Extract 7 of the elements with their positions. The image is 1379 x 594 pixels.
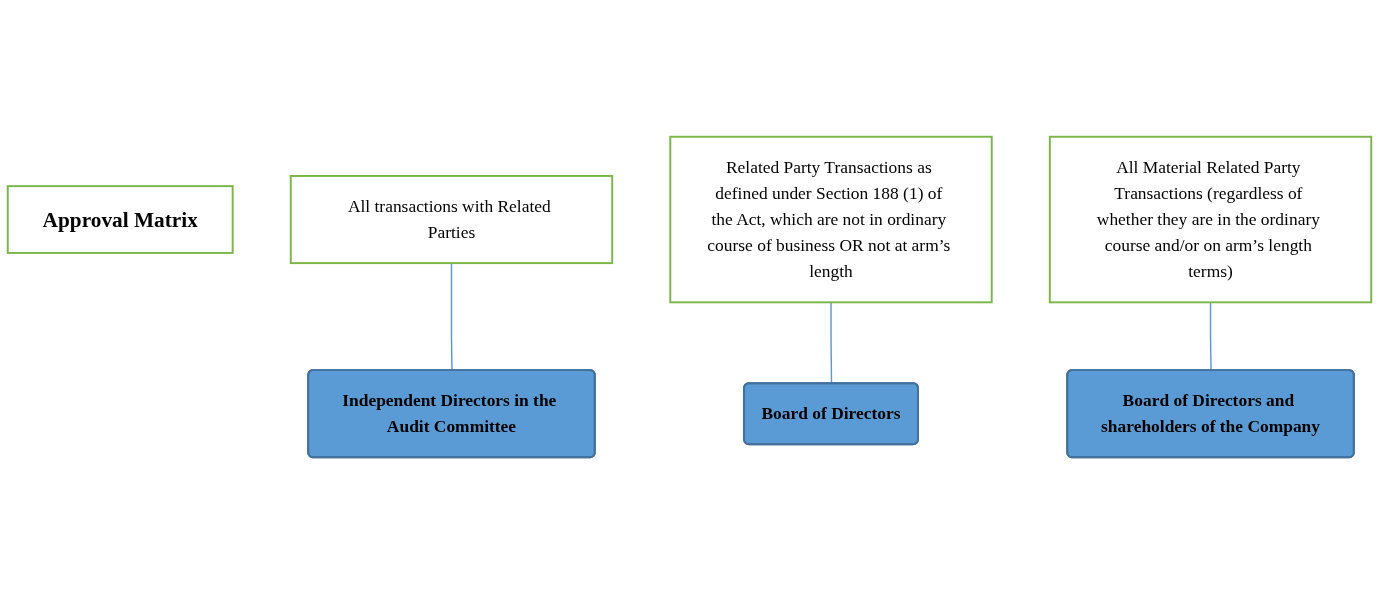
node-box: Related Party Transactions as defined under Section 188 (1) of the Act, which are not in ordinary course of business OR not at arm’s length bbox=[669, 135, 993, 304]
connector bbox=[830, 301, 833, 385]
connector bbox=[1209, 301, 1212, 372]
node-box: All Material Related Party Transactions (regardless of whether they are in the ordinary course and/or on arm’s length terms) bbox=[1048, 135, 1373, 304]
connector bbox=[450, 262, 453, 372]
node-box: Approval Matrix bbox=[6, 185, 234, 254]
node-box: All transactions with Related Parties bbox=[289, 175, 614, 265]
